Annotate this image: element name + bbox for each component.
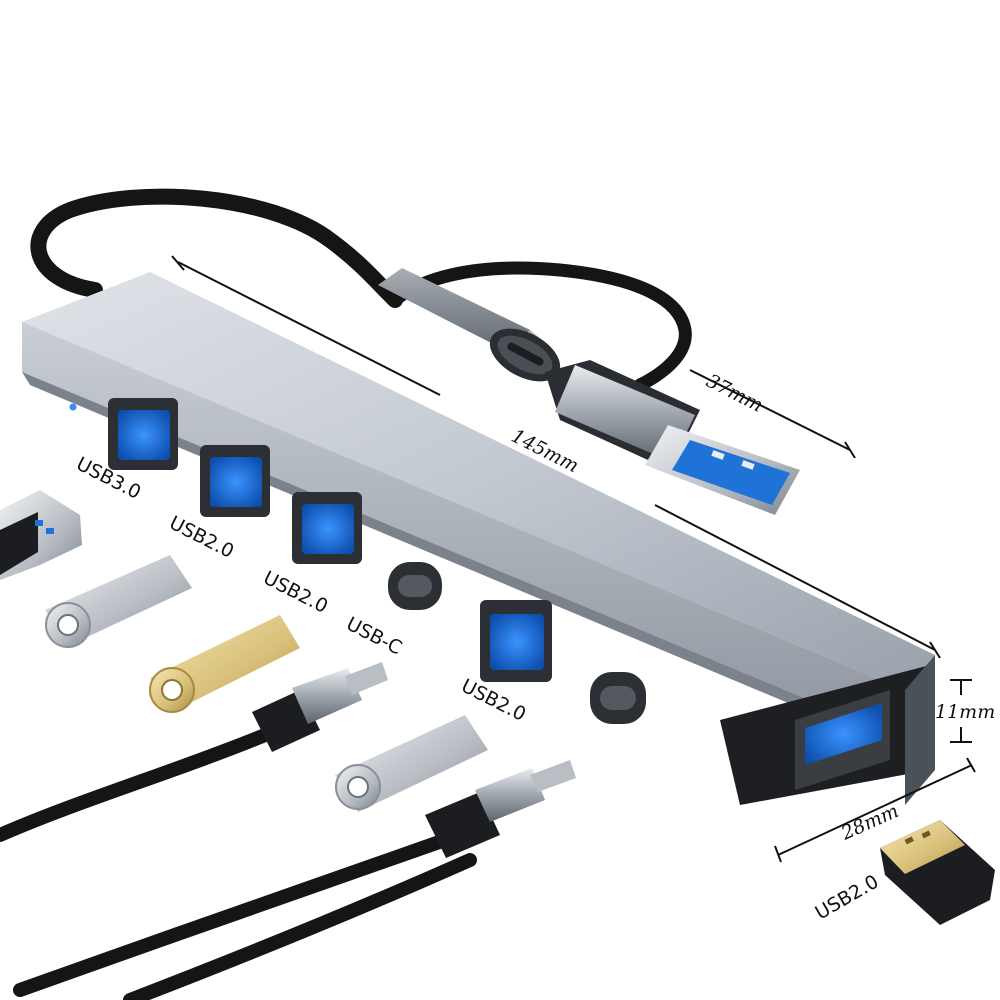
power-led [69, 403, 77, 411]
hub-cable [30, 188, 692, 392]
usb-c-cable-2 [13, 760, 576, 1000]
dimension-height: 11mm [935, 679, 995, 743]
flash-drive-silver-2 [335, 715, 488, 812]
usb-hub-body [22, 272, 935, 805]
usb-c-plug [378, 268, 561, 382]
label-usb2-end: USB2.0 [812, 871, 883, 925]
plug-length-label: 37mm [703, 370, 767, 417]
usb-c-cable-1 [0, 662, 388, 842]
label-usb2-b: USB2.0 [260, 567, 332, 618]
label-usb-c: USB-C [343, 613, 406, 659]
height-label: 11mm [935, 701, 995, 723]
label-usb2-c: USB2.0 [458, 675, 530, 726]
width-label: 28mm [837, 800, 902, 845]
port-usb-c-4 [388, 562, 442, 610]
port-usb-c-6 [590, 672, 646, 724]
port-usb3-1 [108, 398, 178, 470]
usb-a-plug-left [0, 490, 82, 580]
port-usb2-5 [480, 600, 552, 682]
flash-drive-gold [149, 615, 300, 713]
port-usb2-2 [200, 445, 270, 517]
flash-drive-silver-1 [45, 555, 192, 648]
label-usb2-a: USB2.0 [166, 512, 238, 563]
nano-usb-receiver [880, 820, 995, 925]
port-usb2-3 [292, 492, 362, 564]
usb-a-plug [545, 360, 800, 515]
